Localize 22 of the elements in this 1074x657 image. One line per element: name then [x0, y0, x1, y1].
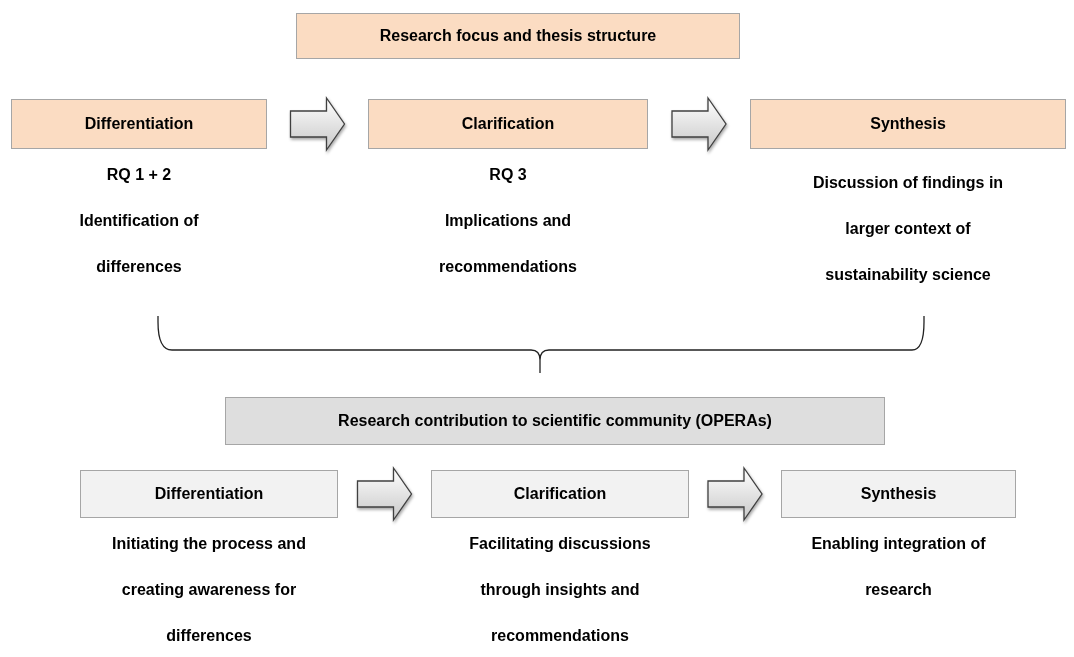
header-box	[296, 13, 740, 59]
stage-description: Facilitating discussions through insights and recommendations	[468, 534, 652, 646]
stage-title: Synthesis	[870, 115, 946, 133]
stage-title: Synthesis	[860, 485, 937, 503]
stage-title: Clarification	[461, 115, 555, 133]
stage-description: RQ 1 + 2	[105, 165, 173, 185]
block-arrow	[671, 95, 727, 153]
stage-description: Identification of differences	[78, 211, 200, 277]
stage-title: Clarification	[513, 485, 607, 503]
stage-title: Differentiation	[84, 115, 194, 133]
stage-description: Discussion of findings in larger context of sustainability science	[811, 173, 1005, 285]
header-box	[225, 397, 885, 445]
block-arrow	[289, 95, 346, 153]
section-heading: Research focus and thesis structure	[379, 27, 657, 45]
block-arrow	[707, 465, 763, 523]
stage-title: Differentiation	[154, 485, 264, 503]
stage-description: Implications and recommendations	[438, 211, 578, 277]
stage-description: Enabling integration of research	[810, 534, 987, 600]
stage-description: RQ 3	[488, 165, 528, 185]
stage-description: Initiating the process and creating awareness for differences	[111, 534, 307, 646]
block-arrow	[356, 465, 413, 523]
section-heading: Research contribution to scientific community (OPERAs)	[338, 412, 772, 430]
